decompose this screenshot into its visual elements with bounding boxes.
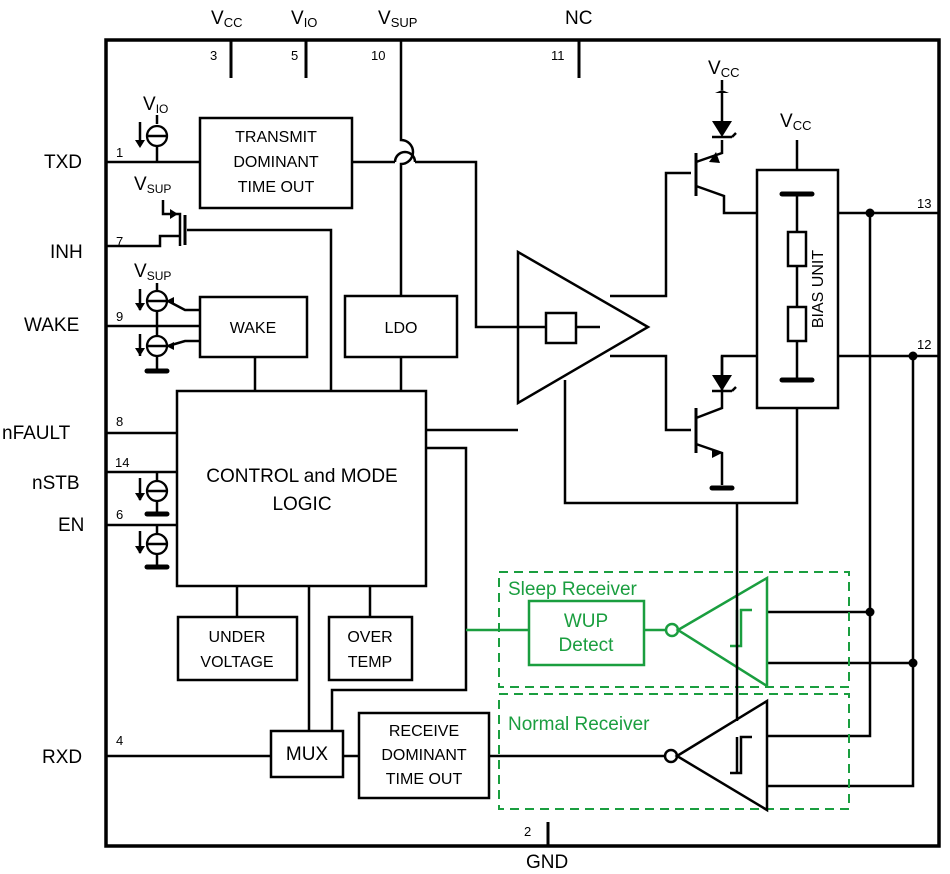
pin-canh: 13 <box>839 196 939 218</box>
svg-text:TIME OUT: TIME OUT <box>238 179 315 196</box>
pin-nfault: nFAULT 8 <box>2 414 123 444</box>
normal-receiver-comparator <box>663 698 769 813</box>
svg-text:13: 13 <box>917 196 931 211</box>
pin-vio: VIO 5 <box>291 8 317 78</box>
svg-text:Normal Receiver: Normal Receiver <box>508 714 650 735</box>
svg-text:nFAULT: nFAULT <box>2 423 71 444</box>
svg-text:RECEIVE: RECEIVE <box>389 723 459 740</box>
under-voltage-block: UNDER VOLTAGE <box>176 615 299 682</box>
svg-text:DOMINANT: DOMINANT <box>381 747 467 764</box>
svg-text:12: 12 <box>917 337 931 352</box>
svg-text:VCC: VCC <box>211 8 242 30</box>
svg-text:TXD: TXD <box>44 152 82 173</box>
pin-nc: NC 11 <box>551 8 592 78</box>
wup-detect-block: WUP Detect <box>527 599 646 667</box>
pin-gnd: 2 GND <box>524 822 568 873</box>
driver-amplifier <box>516 249 651 406</box>
svg-text:INH: INH <box>50 242 83 263</box>
inh-switch: VSUP <box>106 174 333 391</box>
pin-rxd: RXD 4 <box>42 733 123 768</box>
svg-text:3: 3 <box>210 48 217 63</box>
vsup-rail <box>399 40 415 296</box>
over-temp-block: OVER TEMP <box>327 615 414 682</box>
mux-block: MUX <box>269 729 345 779</box>
pin-vsup: VSUP 10 <box>371 8 417 63</box>
svg-text:UNDER: UNDER <box>209 629 266 646</box>
svg-text:VCC: VCC <box>708 58 739 80</box>
pin-txd: TXD 1 <box>44 145 123 173</box>
pin-wake: WAKE 9 <box>24 309 123 336</box>
svg-text:nSTB: nSTB <box>32 473 80 494</box>
svg-text:EN: EN <box>58 515 84 536</box>
pin-canl: 12 <box>839 337 939 361</box>
svg-text:LOGIC: LOGIC <box>272 494 331 515</box>
ldo-block: LDO <box>343 294 459 359</box>
svg-text:7: 7 <box>116 234 123 249</box>
transmit-dominant-timeout-block: TRANSMIT DOMINANT TIME OUT <box>198 116 354 210</box>
svg-text:TIME OUT: TIME OUT <box>386 771 463 788</box>
svg-text:LDO: LDO <box>385 320 418 337</box>
svg-text:VSUP: VSUP <box>134 174 171 196</box>
svg-text:10: 10 <box>371 48 385 63</box>
svg-text:MUX: MUX <box>286 744 329 765</box>
svg-text:1: 1 <box>116 145 123 160</box>
vsup-hop <box>393 150 417 163</box>
svg-text:Detect: Detect <box>559 635 615 656</box>
pin-en: EN 6 <box>58 507 123 536</box>
svg-text:9: 9 <box>116 309 123 324</box>
pin-vcc: VCC 3 <box>210 8 242 78</box>
svg-text:DOMINANT: DOMINANT <box>233 154 319 171</box>
canh-bus-tap <box>767 213 872 738</box>
svg-text:VOLTAGE: VOLTAGE <box>200 654 273 671</box>
chip-outline <box>104 38 941 848</box>
receive-dominant-timeout-block: RECEIVE DOMINANT TIME OUT <box>357 711 491 800</box>
nstb-network <box>106 470 177 517</box>
svg-text:5: 5 <box>291 48 298 63</box>
svg-text:VCC: VCC <box>780 111 811 133</box>
bias-unit-block: VCC BIAS UNIT <box>755 111 840 410</box>
svg-text:VSUP: VSUP <box>134 261 171 283</box>
svg-text:BIAS UNIT: BIAS UNIT <box>810 250 827 328</box>
svg-text:11: 11 <box>551 48 565 63</box>
svg-text:TRANSMIT: TRANSMIT <box>235 129 317 146</box>
normal-receiver-region: Normal Receiver <box>498 693 850 810</box>
txd-to-driver-wire <box>352 160 518 329</box>
svg-text:VIO: VIO <box>143 94 168 116</box>
svg-text:8: 8 <box>116 414 123 429</box>
svg-text:OVER: OVER <box>347 629 392 646</box>
svg-text:Sleep Receiver: Sleep Receiver <box>508 579 638 600</box>
control-mode-logic-block: CONTROL and MODE LOGIC <box>175 389 428 588</box>
svg-text:WUP: WUP <box>564 611 608 632</box>
svg-text:2: 2 <box>524 824 531 839</box>
wake-input-network: VSUP <box>106 261 200 374</box>
high-side-transistor: VCC <box>610 58 757 298</box>
pin-inh: INH 7 <box>50 234 123 263</box>
canl-bus-tap <box>767 356 915 788</box>
svg-text:VSUP: VSUP <box>378 8 417 30</box>
svg-text:TEMP: TEMP <box>348 654 392 671</box>
svg-text:RXD: RXD <box>42 747 82 768</box>
svg-text:14: 14 <box>115 455 129 470</box>
txd-input-network: VIO <box>106 94 200 164</box>
svg-text:4: 4 <box>116 733 123 748</box>
low-side-transistor <box>610 354 757 491</box>
wake-block: WAKE <box>198 295 309 359</box>
svg-text:VIO: VIO <box>291 8 317 30</box>
svg-text:NC: NC <box>565 8 592 29</box>
svg-text:6: 6 <box>116 507 123 522</box>
svg-text:WAKE: WAKE <box>230 320 277 337</box>
svg-text:WAKE: WAKE <box>24 315 79 336</box>
svg-text:GND: GND <box>526 852 568 873</box>
svg-text:CONTROL and MODE: CONTROL and MODE <box>206 466 397 487</box>
en-network <box>106 523 177 570</box>
pin-nstb: nSTB 14 <box>32 455 129 494</box>
sleep-receiver-comparator <box>644 575 769 689</box>
